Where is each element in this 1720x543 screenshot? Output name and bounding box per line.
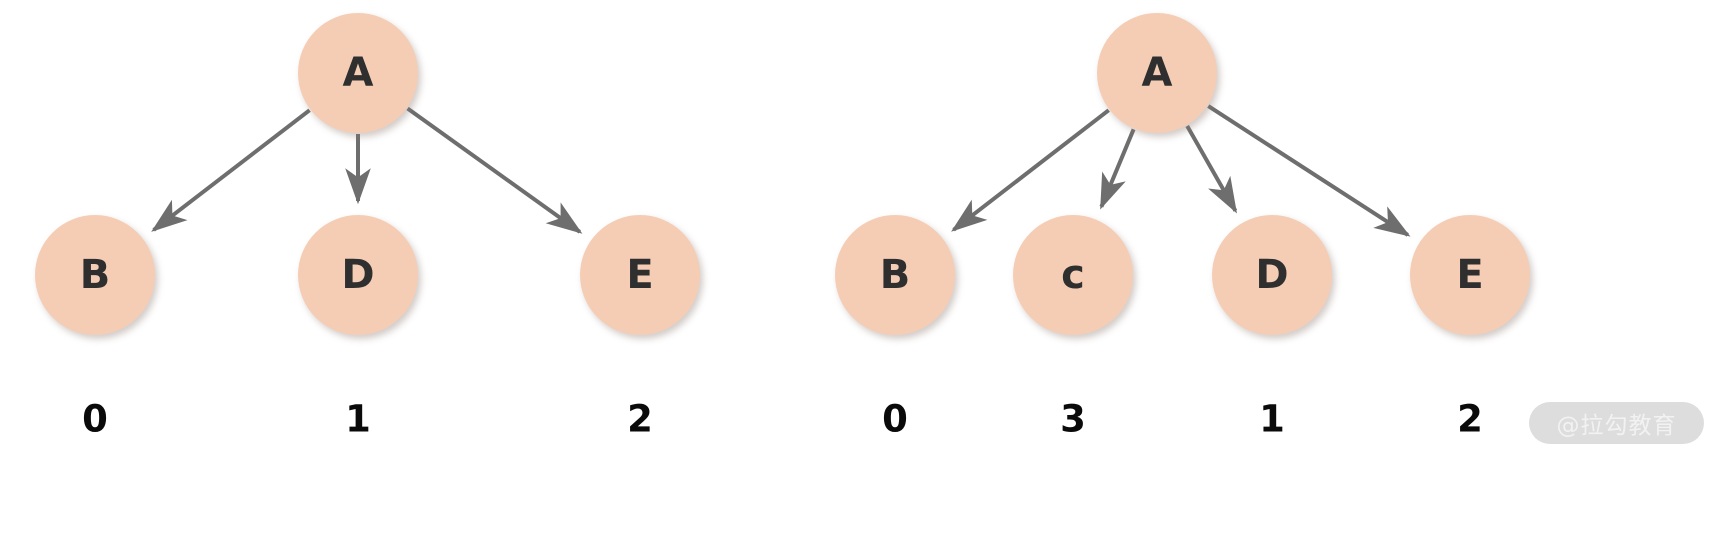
- tree-right-index-label-B: 0: [882, 397, 908, 441]
- tree-left-edge-A-to-E: [406, 106, 583, 234]
- tree-right-root-node-A[interactable]: A: [1097, 13, 1217, 133]
- tree-right-child-node-D[interactable]: D: [1212, 215, 1332, 335]
- tree-left-child-node-E[interactable]: E: [580, 215, 700, 335]
- tree-right-index-label-D: 1: [1259, 397, 1285, 441]
- tree-left-index-label-B: 0: [82, 397, 108, 441]
- tree-left-index-label-D: 1: [345, 397, 371, 441]
- tree-right-edge-A-to-E: [1207, 104, 1411, 237]
- tree-right-index-label-E: 2: [1457, 397, 1483, 441]
- tree-right-edge-A-to-B: [951, 108, 1110, 232]
- node-label: c: [1061, 252, 1085, 298]
- node-label: E: [626, 252, 654, 298]
- tree-right-child-node-E[interactable]: E: [1410, 215, 1530, 335]
- tree-right-edge-A-to-D: [1185, 125, 1238, 214]
- tree-left-edge-A-to-B: [151, 108, 311, 232]
- tree-left-child-node-D[interactable]: D: [298, 215, 418, 335]
- tree-right-edge-A-to-c: [1099, 128, 1136, 210]
- node-label: A: [1141, 50, 1173, 96]
- tree-left-root-node-A[interactable]: A: [298, 13, 418, 133]
- watermark-text: @拉勾教育: [1556, 413, 1677, 439]
- watermark: @拉勾教育: [1529, 402, 1704, 444]
- tree-left-child-node-B[interactable]: B: [35, 215, 155, 335]
- tree-right-index-label-c: 3: [1060, 397, 1086, 441]
- node-label: B: [879, 252, 911, 298]
- node-label: E: [1456, 252, 1484, 298]
- tree-right-child-node-c[interactable]: c: [1013, 215, 1133, 335]
- node-label: D: [341, 252, 375, 298]
- node-label: B: [79, 252, 111, 298]
- node-label: D: [1255, 252, 1289, 298]
- node-label: A: [342, 50, 374, 96]
- tree-left-index-label-E: 2: [627, 397, 653, 441]
- tree-right-child-node-B[interactable]: B: [835, 215, 955, 335]
